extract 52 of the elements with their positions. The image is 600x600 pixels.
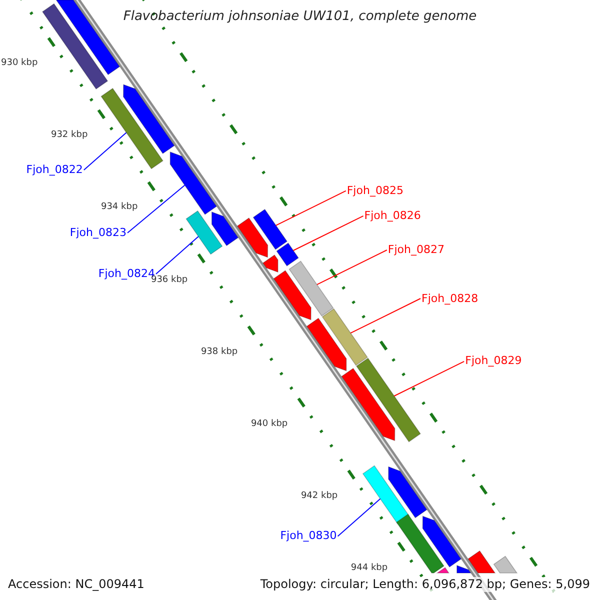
- gene-label: Fjoh_0822: [26, 164, 83, 176]
- scale-label: 938 kbp: [200, 348, 238, 358]
- gene-segment: [356, 358, 421, 442]
- scale-label: 940 kbp: [250, 420, 288, 430]
- scale-label: 944 kbp: [350, 564, 388, 574]
- gene-segment: [262, 254, 278, 273]
- genome-stats-text: Topology: circular; Length: 6,096,872 bp; Genes: 5,099: [258, 576, 592, 592]
- gene-segment: [273, 270, 312, 320]
- scale-label: 934 kbp: [100, 204, 138, 214]
- leader-line: [394, 360, 465, 396]
- gene-segment: [493, 556, 518, 574]
- gene-segment: [123, 84, 175, 154]
- scale-label: 930 kbp: [1, 59, 38, 70]
- gene-label: Fjoh_0827: [388, 244, 444, 256]
- leader-line: [337, 498, 381, 537]
- gene-segment: [436, 567, 450, 574]
- gene-segment: [456, 564, 472, 574]
- title: Flavobacterium johnsoniae UW101, complete genome: [123, 10, 477, 24]
- leader-line: [350, 298, 421, 334]
- gene-label: Fjoh_0829: [465, 355, 522, 368]
- accession-text: Accession: NC_009441: [6, 576, 146, 592]
- leader-line: [83, 132, 127, 170]
- gene-segment: [322, 308, 368, 366]
- gene-segment: [42, 3, 108, 90]
- leader-line: [292, 215, 364, 251]
- gene-segment: [468, 550, 496, 574]
- gene-label: Fjoh_0830: [280, 530, 337, 542]
- gene-label: Fjoh_0823: [70, 226, 126, 239]
- gene-label: Fjoh_0826: [364, 210, 421, 222]
- leader-line: [156, 236, 199, 274]
- gene-segment: [396, 514, 444, 574]
- gene-segment: [100, 88, 164, 170]
- gene-segment: [186, 210, 223, 255]
- gene-segment: [422, 516, 462, 568]
- gene-segment: [388, 466, 428, 518]
- gene-segment: [211, 211, 239, 246]
- scale-label: 932 kbp: [50, 131, 88, 142]
- leader-line: [316, 250, 388, 286]
- gene-segment: [306, 318, 347, 372]
- gene-segment: [236, 217, 268, 258]
- gene-segment: [252, 208, 288, 250]
- gene-label: Fjoh_0825: [346, 184, 404, 197]
- gene-segment: [276, 242, 299, 266]
- leader-line: [127, 184, 186, 234]
- gene-segment: [56, 0, 120, 76]
- gene-segment: [288, 260, 334, 317]
- gene-segment: [341, 368, 396, 442]
- gene-segment: [170, 151, 218, 215]
- gene-segment: [362, 465, 410, 524]
- leader-line: [275, 190, 346, 226]
- scale-label: 942 kbp: [300, 492, 338, 502]
- gene-label: Fjoh_0828: [422, 292, 478, 305]
